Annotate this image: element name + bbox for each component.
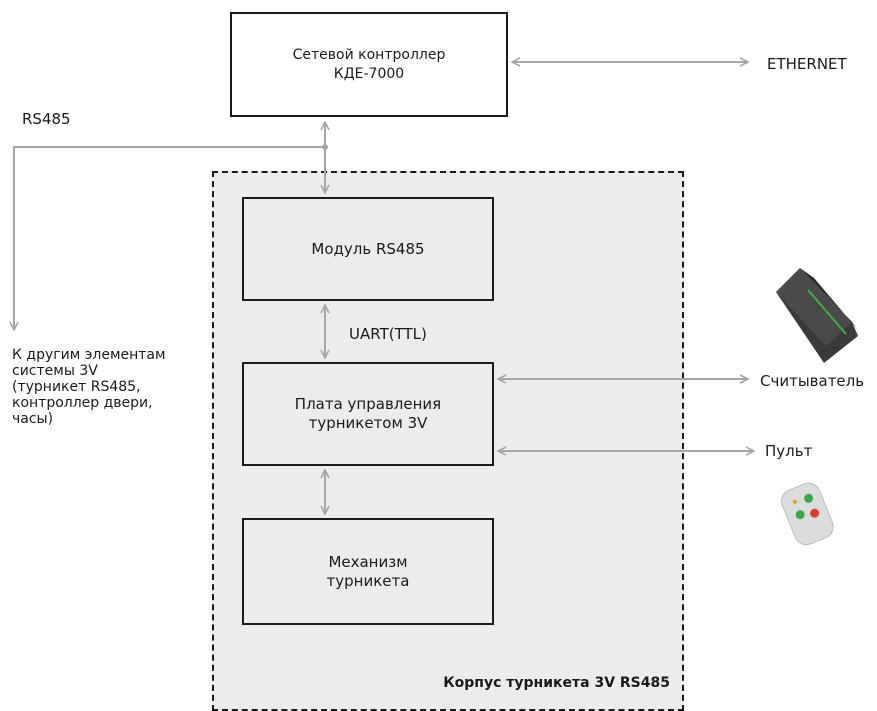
other-elements-label: К другим элементам системы 3V (турникет …	[12, 347, 166, 427]
rs485-module-box: Модуль RS485	[242, 197, 494, 301]
rs485-bus-line	[14, 146, 325, 330]
control-board-box: Плата управления турникетом 3V	[242, 362, 494, 466]
network-controller-box: Сетевой контроллер КДЕ-7000	[230, 12, 508, 117]
rs485-bus-label: RS485	[22, 110, 71, 128]
bus-junction	[322, 144, 328, 150]
reader-label: Считыватель	[760, 372, 865, 390]
ethernet-label: ETHERNET	[767, 55, 847, 73]
card-reader-icon	[776, 268, 858, 363]
enclosure-label: Корпус турникета 3V RS485	[443, 675, 670, 691]
remote-control-icon	[781, 482, 834, 546]
turnstile-mechanism-box: Механизм турникета	[242, 518, 494, 625]
uart-label: UART(TTL)	[349, 325, 427, 343]
remote-label: Пульт	[765, 442, 813, 460]
